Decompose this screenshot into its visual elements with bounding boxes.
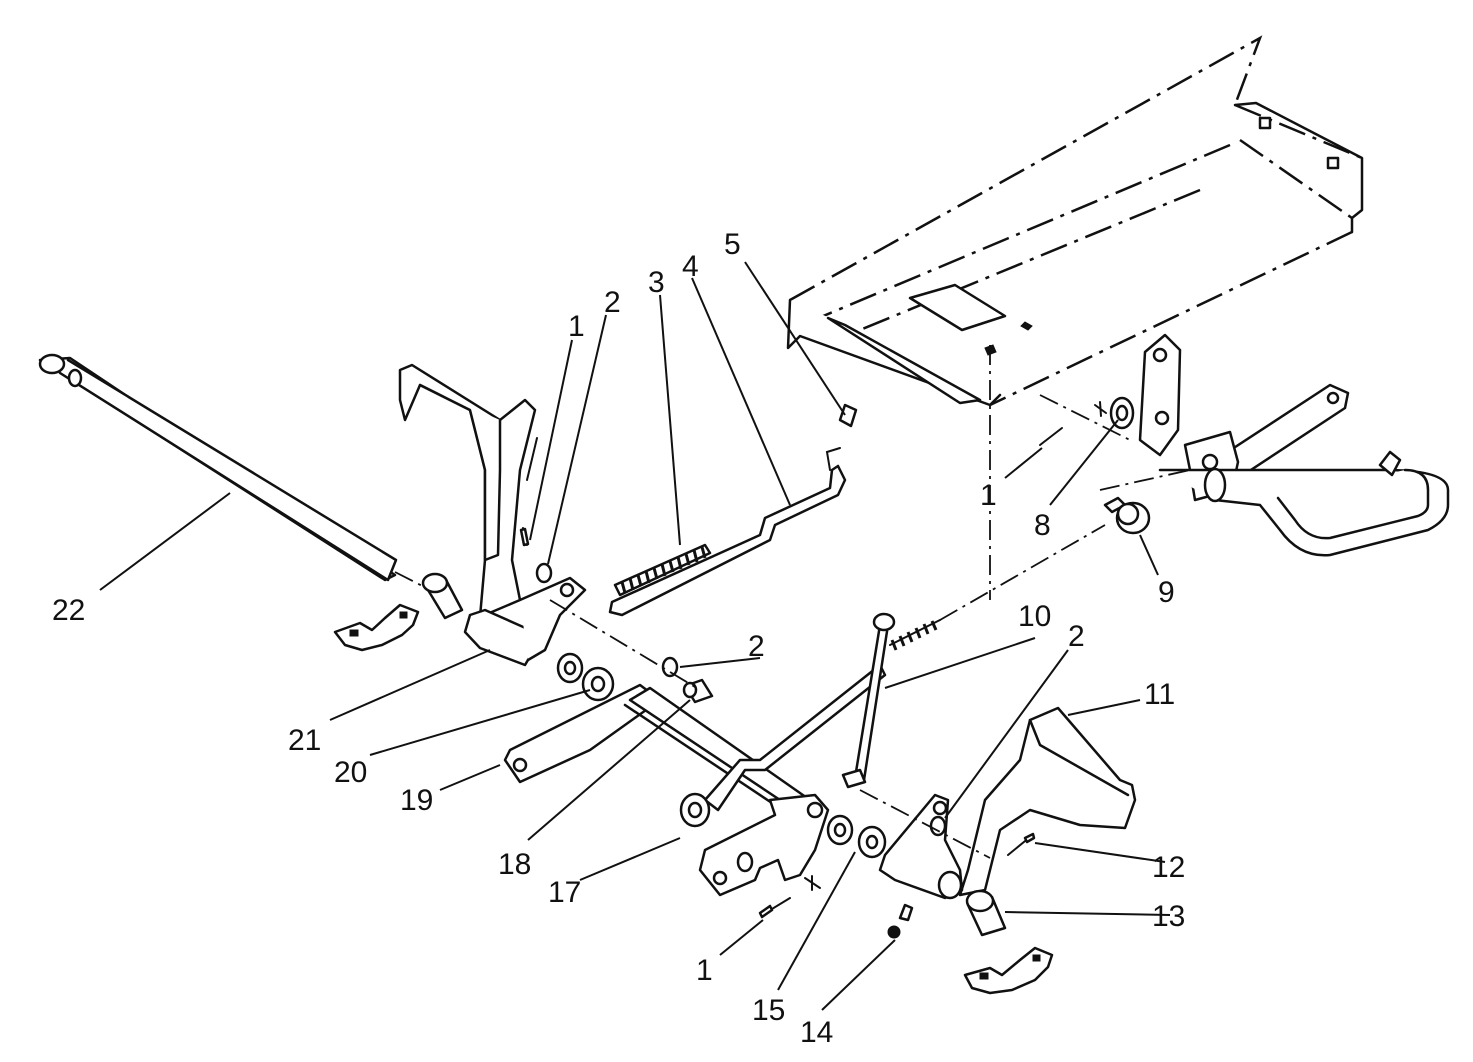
mount-bracket-assembly	[1039, 333, 1450, 557]
part-18-pin	[682, 678, 714, 704]
callout-20: 20	[334, 756, 367, 789]
right-strap-clamp	[963, 946, 1054, 995]
callout-10: 10	[1018, 600, 1051, 633]
callout-5: 5	[724, 228, 741, 261]
part-3-spring	[613, 543, 712, 597]
part-1-cotter-pin-upper	[1039, 401, 1107, 446]
callout-3: 3	[648, 266, 665, 299]
callout-9: 9	[1158, 576, 1175, 609]
callout-21: 21	[288, 724, 321, 757]
part-4-rod	[608, 447, 847, 617]
callout-17: 17	[548, 876, 581, 909]
callout-2-center: 2	[748, 630, 765, 663]
callout-19: 19	[400, 784, 433, 817]
leader-lines	[99, 261, 1171, 1011]
callout-labels: 1 2 3 4 5 1 8 9 10 2 11 2 12 13 14 15 1 …	[52, 228, 1185, 1049]
part-19-cross-shaft	[503, 683, 812, 817]
callout-11: 11	[1144, 678, 1175, 711]
part-5-pin	[838, 403, 858, 428]
left-bushing	[421, 572, 464, 620]
callout-12: 12	[1152, 851, 1185, 884]
callout-15: 15	[752, 994, 785, 1027]
part-2-clip-right	[929, 815, 947, 837]
part-1-cotter-pin-pedal	[519, 527, 530, 547]
part-15-washers	[826, 814, 887, 859]
callout-4: 4	[682, 250, 699, 283]
brake-rod-bent	[703, 663, 887, 812]
callout-22: 22	[52, 594, 85, 627]
part-17-bracket	[679, 792, 830, 897]
callout-1-lower: 1	[696, 954, 713, 987]
part-8-washer	[1109, 396, 1135, 430]
callout-1-upper-left: 1	[568, 310, 585, 343]
part-2-clip-upper	[535, 562, 553, 584]
right-brake-pedal	[878, 706, 1137, 900]
left-strap-clamp	[333, 603, 420, 652]
left-brake-pedal	[398, 363, 587, 667]
callout-14: 14	[800, 1016, 833, 1049]
frame-phantom-outline	[786, 35, 1364, 600]
part-22-brake-rod	[38, 353, 441, 596]
part-12-cotter-pin	[1007, 832, 1036, 856]
axis-line-center	[549, 599, 701, 691]
part-20-washers	[556, 652, 615, 702]
callout-2-right: 2	[1068, 620, 1085, 653]
axis-line-right	[859, 789, 991, 859]
part-13-bushing	[965, 889, 1007, 937]
part-2-clip-center	[661, 656, 679, 678]
part-10-spring-rod	[841, 524, 1106, 789]
callout-1-right: 1	[980, 479, 997, 512]
callout-8: 8	[1034, 509, 1051, 542]
callout-13: 13	[1152, 900, 1185, 933]
callout-2-upper: 2	[604, 286, 621, 319]
part-1-cotter-pin-lower	[758, 875, 821, 919]
callout-18: 18	[498, 848, 531, 881]
part-9-spacer	[1103, 496, 1151, 535]
part-14-bolt	[887, 903, 914, 939]
